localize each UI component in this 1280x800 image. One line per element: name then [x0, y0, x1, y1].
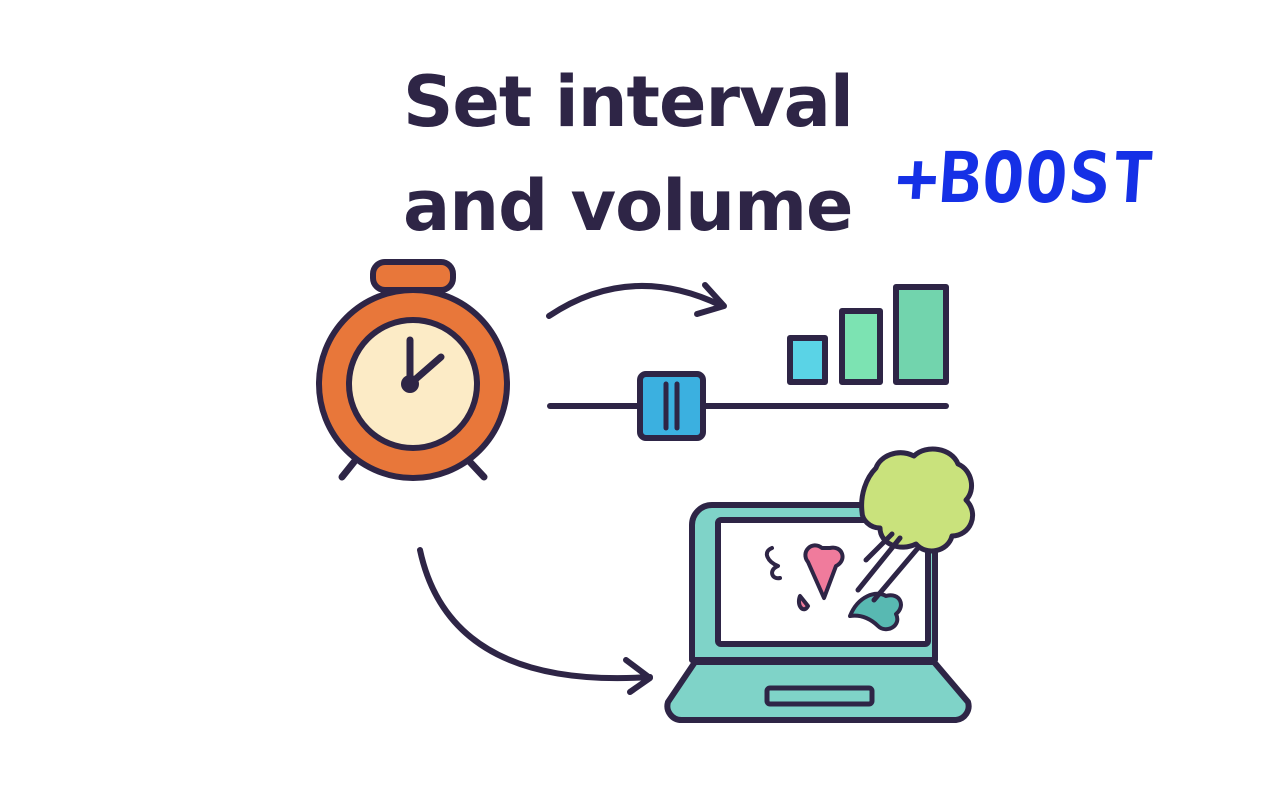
splat-icon [764, 543, 903, 632]
curved-arrow-icon [546, 282, 727, 319]
volume-bars-icon [787, 284, 949, 385]
headline-line-1: Set interval [403, 61, 854, 143]
slider-icon [547, 371, 949, 441]
curved-arrow-icon [417, 547, 653, 695]
headline-line-2: and volume [403, 165, 854, 247]
headline: Set interval and volume [403, 50, 854, 258]
alarm-clock-icon [316, 259, 510, 481]
puff-cloud-icon [855, 446, 975, 603]
